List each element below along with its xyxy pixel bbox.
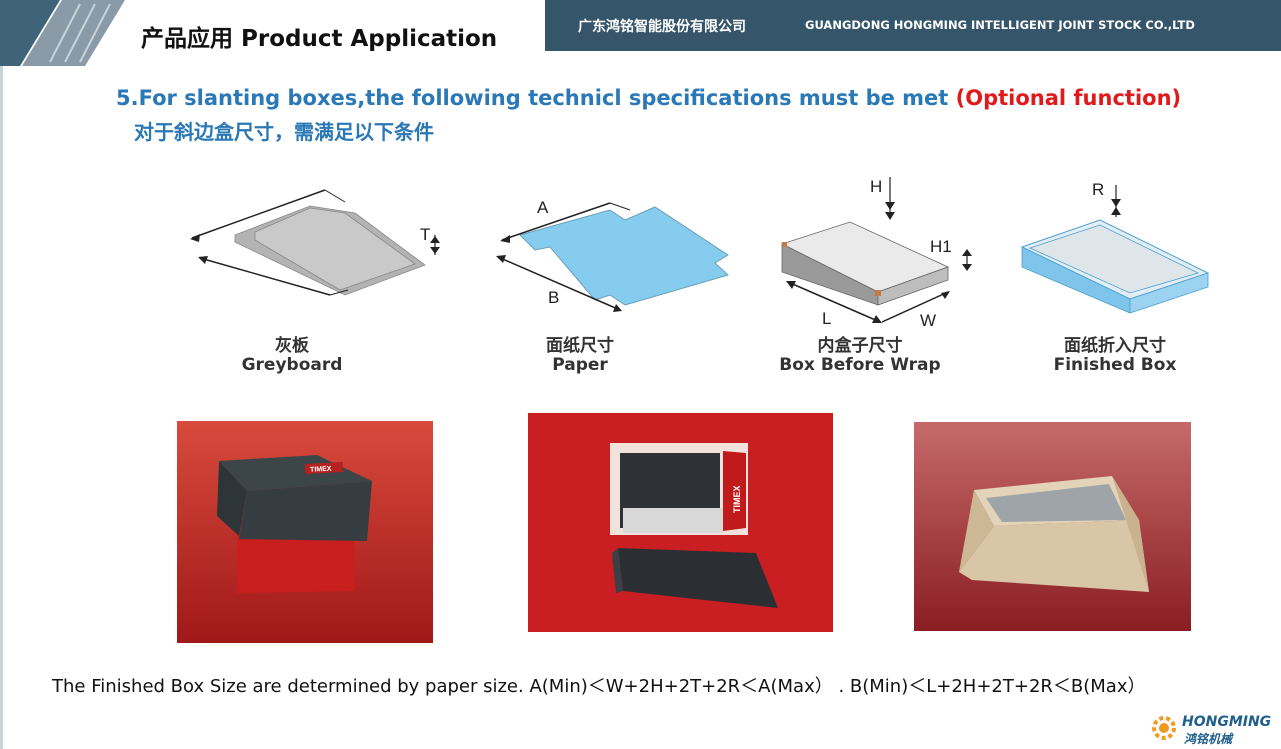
- finished-box-label-en: Finished Box: [1053, 355, 1177, 375]
- section-heading-main: 5.For slanting boxes,the following techn…: [116, 86, 956, 110]
- paper-label-cn: 面纸尺寸: [546, 336, 614, 356]
- box-before-wrap-label: 内盒子尺寸 Box Before Wrap: [765, 337, 955, 375]
- size-formula: The Finished Box Size are determined by …: [52, 676, 1146, 697]
- box-dim-w: W: [920, 311, 936, 330]
- finished-dim-r: R: [1092, 180, 1104, 199]
- header-band: 广东鸿铭智能股份有限公司 GUANGDONG HONGMING INTELLIG…: [545, 0, 1281, 51]
- box-before-wrap-diagram: H H1 L W: [780, 177, 972, 330]
- photo-timex-box-closed: TIMEX: [177, 421, 433, 643]
- paper-label-en: Paper: [552, 355, 608, 375]
- box-before-wrap-label-cn: 内盒子尺寸: [817, 336, 903, 356]
- finished-box-label-cn: 面纸折入尺寸: [1064, 336, 1166, 356]
- photo2-brand-text: TIMEX: [732, 485, 742, 513]
- paper-label: 面纸尺寸 Paper: [520, 337, 640, 375]
- photo-timex-box-open: TIMEX: [528, 413, 833, 632]
- logo-gear-icon: [1152, 716, 1176, 740]
- paper-dim-b: B: [548, 288, 559, 307]
- finished-box-label: 面纸折入尺寸 Finished Box: [1035, 337, 1195, 375]
- company-name-en: GUANGDONG HONGMING INTELLIGENT JOINT STO…: [805, 18, 1195, 32]
- paper-diagram: A B: [496, 198, 729, 312]
- greyboard-dim-t: T: [420, 225, 430, 244]
- paper-dim-a: A: [537, 198, 549, 217]
- finished-box-diagram: R: [1020, 180, 1210, 314]
- section-subheading: 对于斜边盒尺寸，需满足以下条件: [134, 120, 434, 144]
- company-name-cn: 广东鸿铭智能股份有限公司: [578, 19, 746, 35]
- greyboard-diagram: T: [190, 189, 440, 296]
- header-decoration: [0, 0, 125, 66]
- section-heading: 5.For slanting boxes,the following techn…: [116, 86, 1181, 110]
- logo-text: HONGMING: [1182, 714, 1272, 730]
- page-title: 产品应用 Product Application: [141, 26, 498, 52]
- company-logo: HONGMING 鸿铭机械: [1148, 712, 1278, 746]
- optional-function-label: (Optional function): [955, 86, 1182, 110]
- left-rule: [0, 66, 3, 749]
- box-dim-l: L: [822, 309, 831, 328]
- greyboard-label: 灰板 Greyboard: [232, 337, 352, 375]
- box-dim-h: H: [870, 177, 882, 196]
- photo-slanted-box: [914, 422, 1191, 631]
- photo1-brand-text: TIMEX: [310, 466, 332, 474]
- box-before-wrap-label-en: Box Before Wrap: [779, 355, 941, 375]
- greyboard-label-cn: 灰板: [275, 336, 309, 356]
- box-dim-h1: H1: [930, 237, 952, 256]
- greyboard-label-en: Greyboard: [241, 355, 343, 375]
- logo-text-cn: 鸿铭机械: [1184, 732, 1233, 746]
